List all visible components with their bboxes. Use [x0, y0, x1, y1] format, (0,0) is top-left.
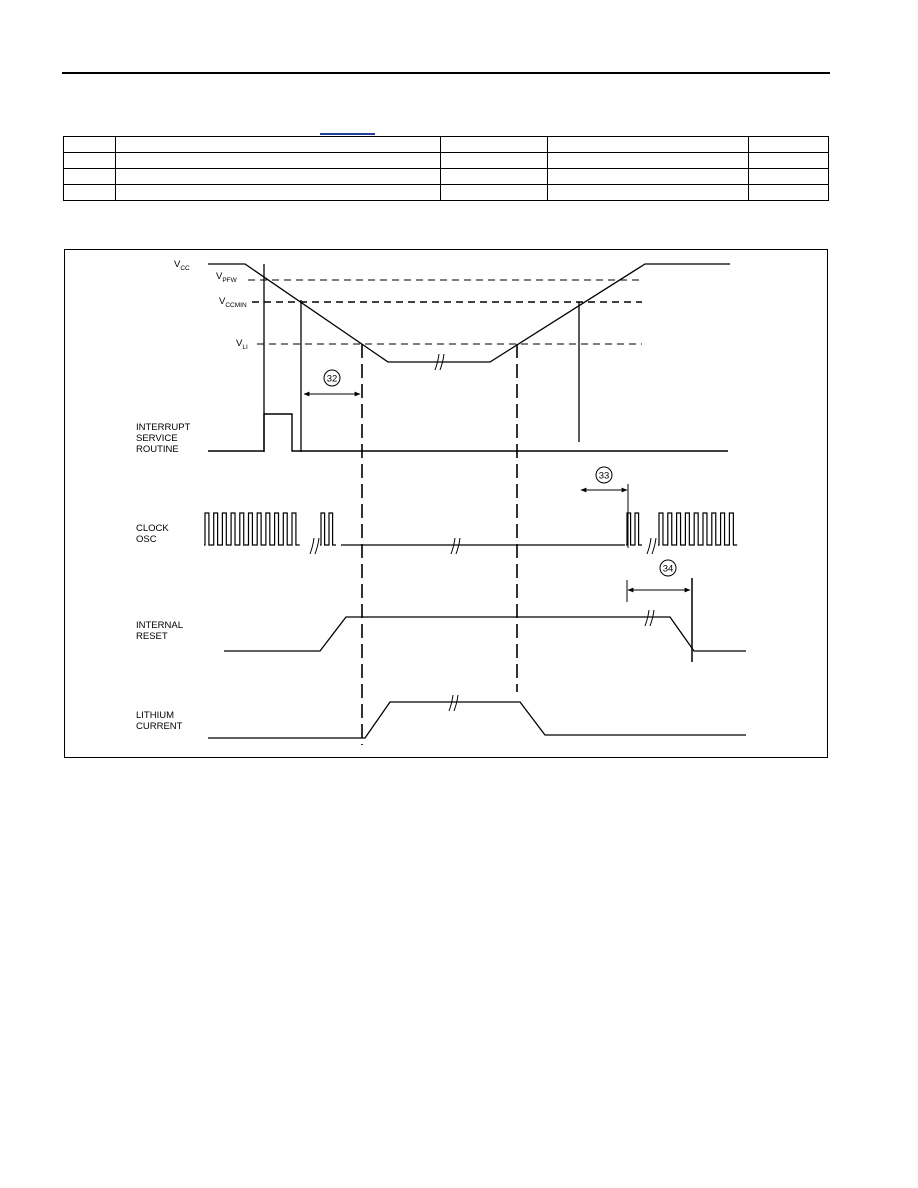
vccmin-label: VCCMIN [219, 296, 247, 309]
marker-circle-34 [659, 559, 677, 577]
clock-label-line1: CLOCK [136, 523, 169, 534]
spec-table [63, 136, 829, 201]
break-mark [309, 537, 657, 555]
vpfw-label: VPFW [216, 271, 238, 284]
marker-label-34: 34 [663, 564, 674, 575]
table-cell [748, 184, 829, 201]
isr-waveform [208, 413, 728, 452]
vcc-waveform [208, 263, 730, 363]
clock-pulse-train [658, 512, 738, 546]
table-row [63, 184, 829, 201]
clock-waveform [204, 512, 738, 546]
lithium-label-line2: CURRENT [136, 721, 183, 732]
lithium-label-line1: LITHIUM [136, 710, 174, 721]
isr-label-line1: INTERRUPT [136, 422, 191, 433]
table-row [63, 152, 829, 169]
break-mark [448, 694, 459, 712]
reset-waveform [224, 616, 746, 652]
break-mark [434, 353, 445, 371]
clock-pulse-train [626, 512, 642, 546]
vli-label: VLI [236, 338, 248, 351]
table-row [63, 168, 829, 185]
isr-label-line2: SERVICE [136, 433, 178, 444]
clock-pulse-train [320, 512, 336, 546]
break-mark [644, 609, 655, 627]
marker-circle-32 [323, 369, 341, 387]
reset-label-line1: INTERNAL [136, 620, 183, 631]
clock-pulse-train [204, 512, 300, 546]
marker-label-33: 33 [599, 471, 610, 482]
isr-label-line3: ROUTINE [136, 444, 179, 455]
header-rule [62, 72, 830, 74]
link-underline-mark [320, 133, 375, 135]
marker-label-32: 32 [327, 374, 338, 385]
marker-circle-33 [595, 466, 613, 484]
lithium-current-waveform [208, 701, 746, 739]
timing-diagram-frame [64, 249, 828, 758]
reset-label-line2: RESET [136, 631, 168, 642]
clock-label-line2: OSC [136, 534, 157, 545]
vcc-label: VCC [174, 259, 190, 272]
